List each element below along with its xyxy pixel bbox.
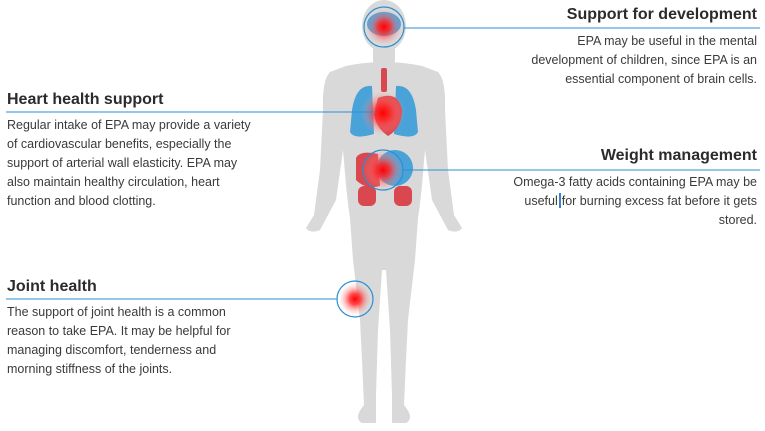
hotspot-heart [361, 91, 405, 135]
joint-heading: Joint health [7, 278, 97, 295]
description-fragment: for burning excess fat before it gets [561, 194, 757, 208]
description-line: reason to take EPA. It may be helpful fo… [7, 324, 231, 338]
hotspot-knee [336, 280, 374, 318]
development-heading: Support for development [566, 6, 757, 23]
description-line: Regular intake of EPA may provide a vari… [7, 118, 251, 132]
description-line: also maintain healthy circulation, heart [7, 175, 220, 189]
description-line: morning stiffness of the joints. [7, 362, 173, 376]
description-line: managing discomfort, tenderness and [7, 343, 217, 357]
hotspot-brain [363, 6, 405, 48]
description-line: development of children, since EPA is an [531, 53, 757, 67]
description-line: support of arterial wall elasticity. EPA… [7, 156, 238, 170]
description-line: of cardiovascular benefits, especially t… [7, 137, 232, 151]
description-line: The support of joint health is a common [7, 305, 226, 319]
development-description: EPA may be useful in the mental developm… [457, 32, 757, 89]
weight-description: Omega-3 fatty acids containing EPA may b… [457, 173, 757, 230]
joint-description: The support of joint health is a common … [7, 303, 307, 379]
description-line: function and blood clotting. [7, 194, 156, 208]
heart-heading: Heart health support [7, 91, 164, 108]
text-cursor [558, 193, 561, 208]
weight-heading: Weight management [600, 147, 757, 164]
body-silhouette [306, 0, 462, 423]
description-line: stored. [718, 213, 757, 227]
description-line: essential component of brain cells. [565, 72, 757, 86]
description-line: EPA may be useful in the mental [577, 34, 757, 48]
hotspot-stomach [362, 149, 404, 191]
description-line: Omega-3 fatty acids containing EPA may b… [513, 175, 757, 189]
heart-description: Regular intake of EPA may provide a vari… [7, 116, 307, 211]
description-fragment: useful [524, 194, 558, 208]
